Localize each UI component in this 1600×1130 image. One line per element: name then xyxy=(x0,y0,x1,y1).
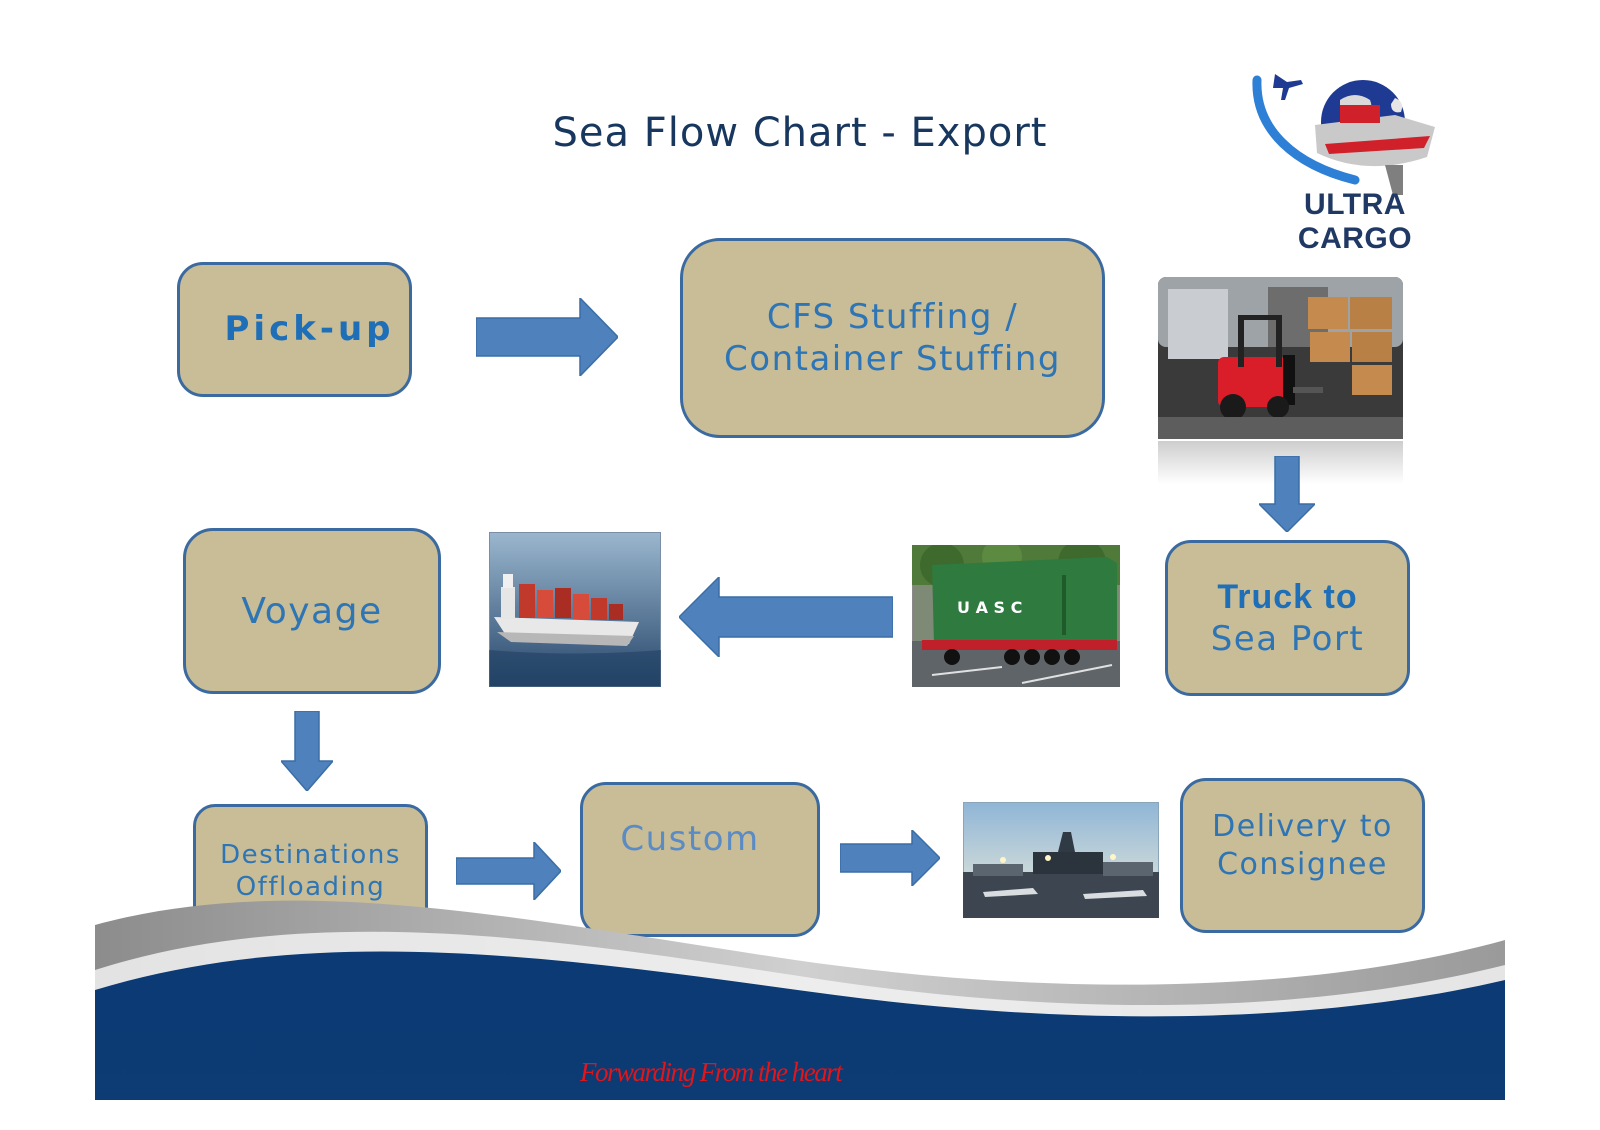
step-cfs-line2: Container Stuffing xyxy=(724,339,1061,379)
footer-wave-banner xyxy=(95,900,1505,1100)
container-text: U A S C xyxy=(957,598,1022,617)
step-delivery-line2: Consignee xyxy=(1217,846,1388,882)
forklift-photo-icon xyxy=(1158,277,1403,484)
arrow-down-icon-2 xyxy=(281,711,333,791)
step-truck-line1: Truck to xyxy=(1217,577,1358,616)
container-truck-photo-icon: U A S C xyxy=(912,545,1120,687)
step-destinations-line2: Offloading xyxy=(235,872,386,902)
step-pickup: Pick-up xyxy=(177,262,412,397)
arrow-left-icon xyxy=(679,577,893,657)
brand-name: ULTRA CARGO xyxy=(1297,188,1413,255)
arrow-down-icon xyxy=(1259,456,1315,532)
arrow-right-icon-3 xyxy=(840,830,940,886)
step-custom: Custom xyxy=(580,782,820,937)
step-voyage-label: Voyage xyxy=(241,590,383,632)
step-voyage: Voyage xyxy=(183,528,441,694)
step-truck-to-sea-port: Truck to Sea Port xyxy=(1165,540,1410,696)
step-truck-line2: Sea Port xyxy=(1210,619,1365,659)
step-destinations-line1: Destinations xyxy=(220,839,401,870)
airport-photo-icon xyxy=(963,802,1159,918)
arrow-right-icon-2 xyxy=(456,842,561,900)
step-custom-label: Custom xyxy=(620,819,760,860)
step-pickup-label: Pick-up xyxy=(224,309,395,350)
page-title: Sea Flow Chart - Export xyxy=(552,110,1048,156)
step-cfs-line1: CFS Stuffing / xyxy=(766,296,1019,337)
container-ship-photo-icon xyxy=(489,532,661,687)
step-delivery-line1: Delivery to xyxy=(1212,809,1393,844)
step-delivery-to-consignee: Delivery to Consignee xyxy=(1180,778,1425,933)
globe-plane-ship-logo-icon xyxy=(1252,74,1435,195)
arrow-right-icon xyxy=(476,298,618,376)
step-cfs-stuffing: CFS Stuffing / Container Stuffing xyxy=(680,238,1105,438)
footer-tagline: Forwarding From the heart xyxy=(580,1057,843,1087)
